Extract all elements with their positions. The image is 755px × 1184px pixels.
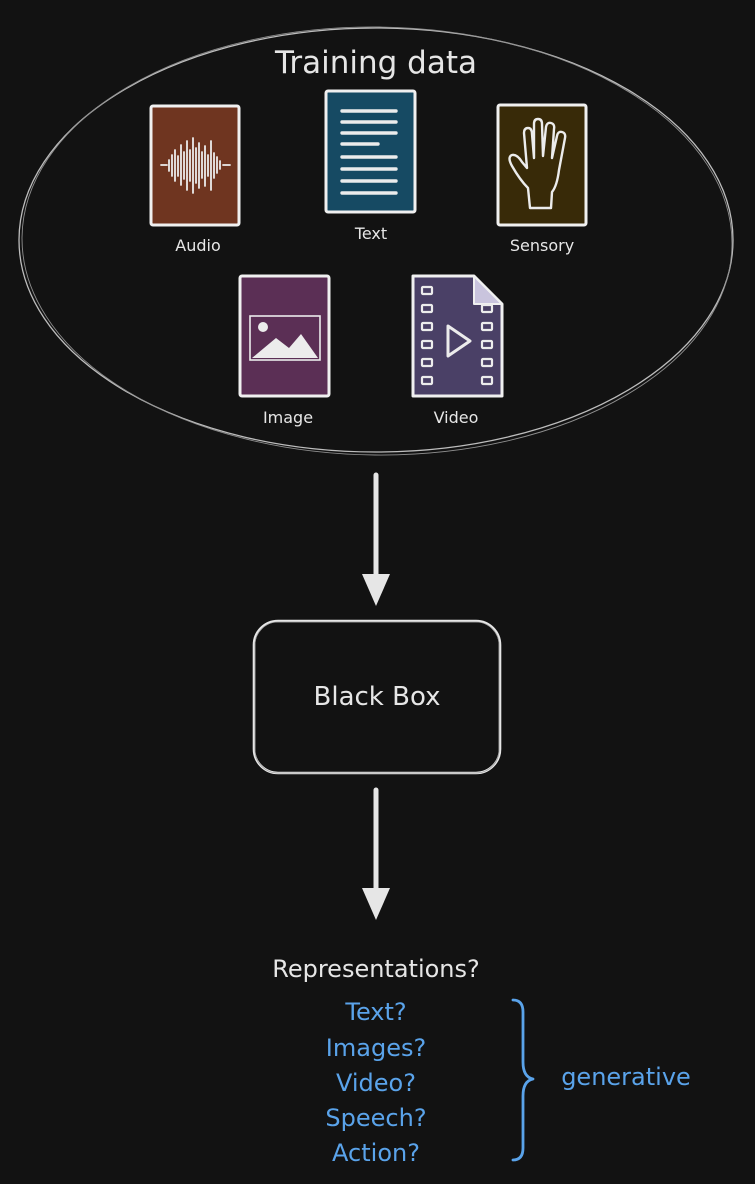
generative-label: generative: [561, 1063, 691, 1091]
audio-waveform-icon: [160, 137, 231, 194]
hand-icon: [508, 117, 567, 210]
representation-item: Video?: [336, 1069, 416, 1097]
video-label: Video: [434, 408, 479, 427]
text-label: Text: [354, 224, 387, 243]
landscape-image-icon: [249, 315, 321, 361]
image-source: Image: [238, 274, 331, 427]
representation-list: Text? Images? Video? Speech? Action?: [325, 998, 426, 1167]
black-box: Black Box: [252, 619, 502, 775]
representation-item: Action?: [332, 1139, 420, 1167]
representation-item: Speech?: [325, 1104, 426, 1132]
image-label: Image: [263, 408, 313, 427]
page-fold: [473, 275, 503, 305]
curly-brace: [511, 998, 535, 1162]
training-data-ellipse: [18, 26, 734, 456]
image-card: [238, 274, 331, 398]
audio-label: Audio: [175, 236, 220, 255]
arrow-to-representations: [362, 787, 390, 920]
training-data-title: Training data: [274, 45, 477, 81]
video-source: Video: [411, 274, 504, 427]
black-box-label: Black Box: [314, 682, 441, 712]
sensory-label: Sensory: [510, 236, 574, 255]
representation-item: Images?: [326, 1034, 426, 1062]
text-source: Text: [324, 89, 417, 243]
representations-heading: Representations?: [272, 955, 480, 983]
video-card: [411, 274, 504, 398]
sensory-source: Sensory: [496, 103, 588, 255]
text-document-icon: [340, 109, 398, 195]
film-play-icon: [420, 285, 494, 386]
audio-card: [149, 104, 241, 227]
representation-item: Text?: [344, 998, 406, 1026]
arrow-to-black-box: [362, 472, 390, 606]
audio-source: Audio: [149, 104, 241, 255]
